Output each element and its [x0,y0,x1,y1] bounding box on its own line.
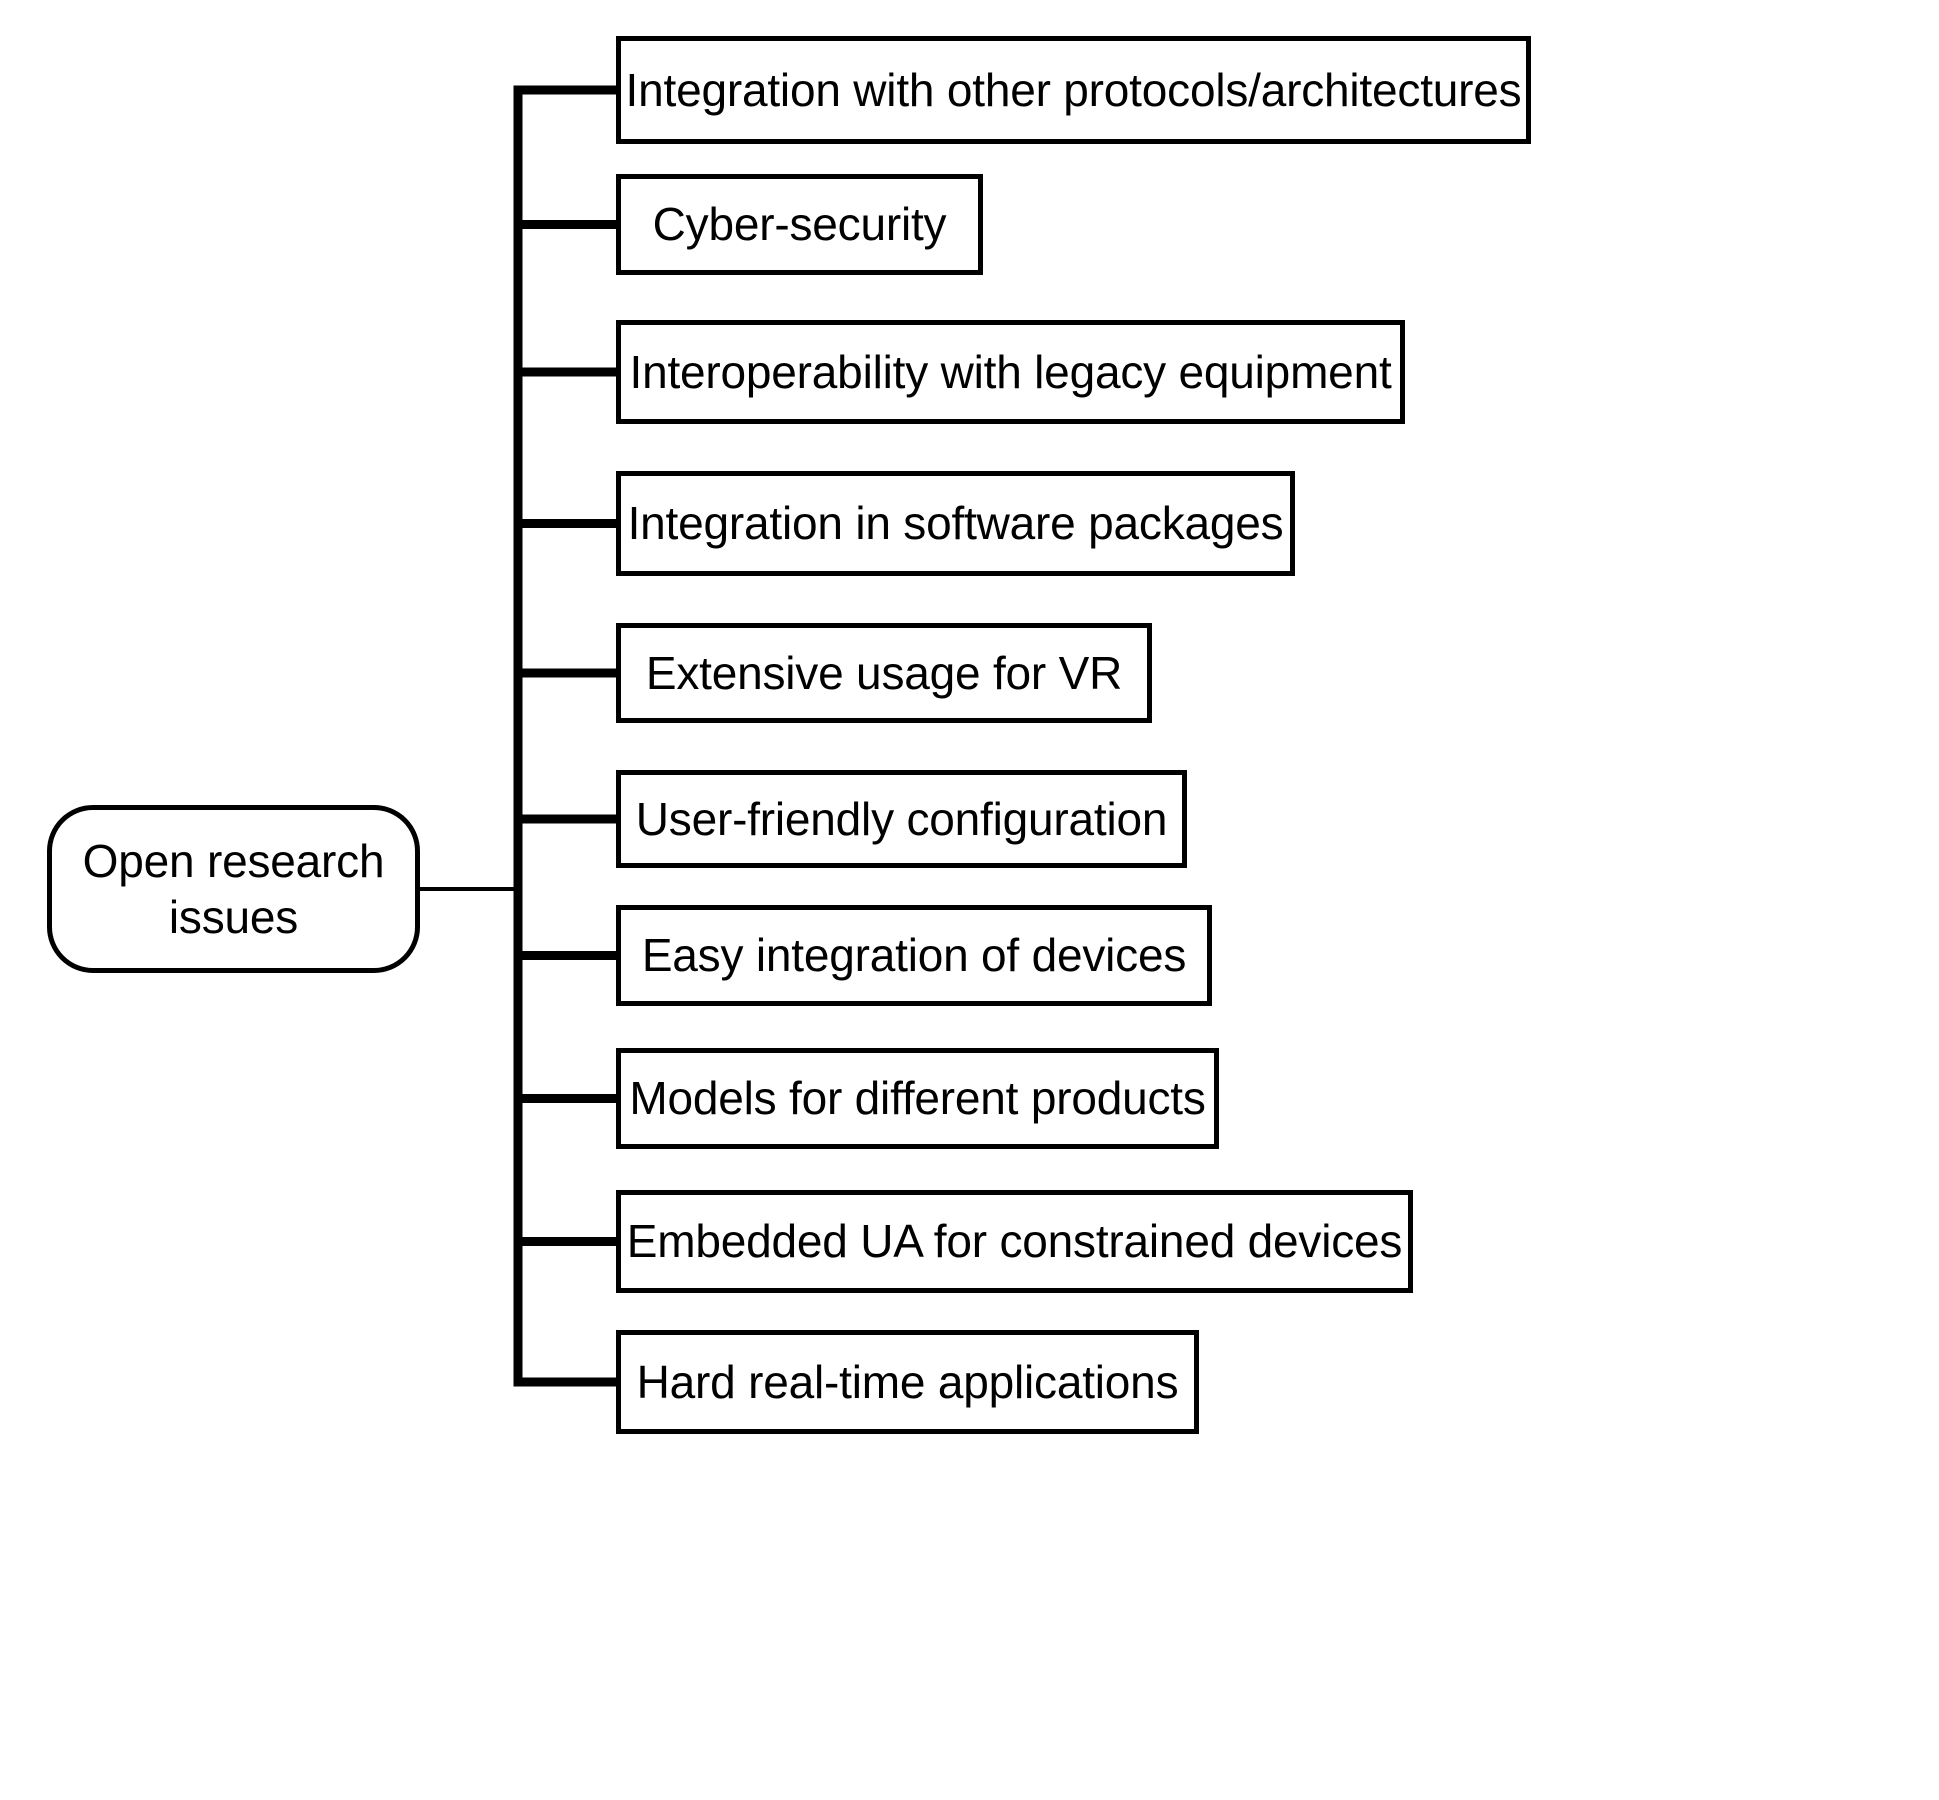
branch-node-7[interactable]: Easy integration of devices [616,905,1212,1006]
branch-node-9-label: Embedded UA for constrained devices [626,1215,1403,1268]
branch-node-8[interactable]: Models for different products [616,1048,1219,1149]
branch-node-5[interactable]: Extensive usage for VR [616,623,1152,723]
root-node[interactable]: Open research issues [47,805,420,973]
branch-node-9[interactable]: Embedded UA for constrained devices [616,1190,1413,1293]
branch-node-7-label: Easy integration of devices [641,929,1187,982]
root-node-label: Open research issues [83,833,385,945]
branch-node-2-label: Cyber-security [652,198,947,251]
branch-node-4[interactable]: Integration in software packages [616,471,1295,576]
branch-node-6[interactable]: User-friendly configuration [616,770,1187,868]
branch-node-10-label: Hard real-time applications [636,1355,1179,1408]
branch-node-8-label: Models for different products [629,1072,1206,1125]
branch-node-1[interactable]: Integration with other protocols/archite… [616,36,1531,144]
branch-node-4-label: Integration in software packages [627,497,1284,550]
root-node-label-line2: issues [168,891,299,943]
branch-node-5-label: Extensive usage for VR [645,646,1123,699]
root-node-label-line1: Open research [82,834,385,887]
branch-node-2[interactable]: Cyber-security [616,174,983,275]
branch-node-10[interactable]: Hard real-time applications [616,1330,1199,1434]
branch-node-3-label: Interoperability with legacy equipment [629,345,1392,398]
branch-node-3[interactable]: Interoperability with legacy equipment [616,320,1405,424]
branch-node-6-label: User-friendly configuration [635,792,1168,845]
branch-node-1-label: Integration with other protocols/archite… [625,63,1522,116]
